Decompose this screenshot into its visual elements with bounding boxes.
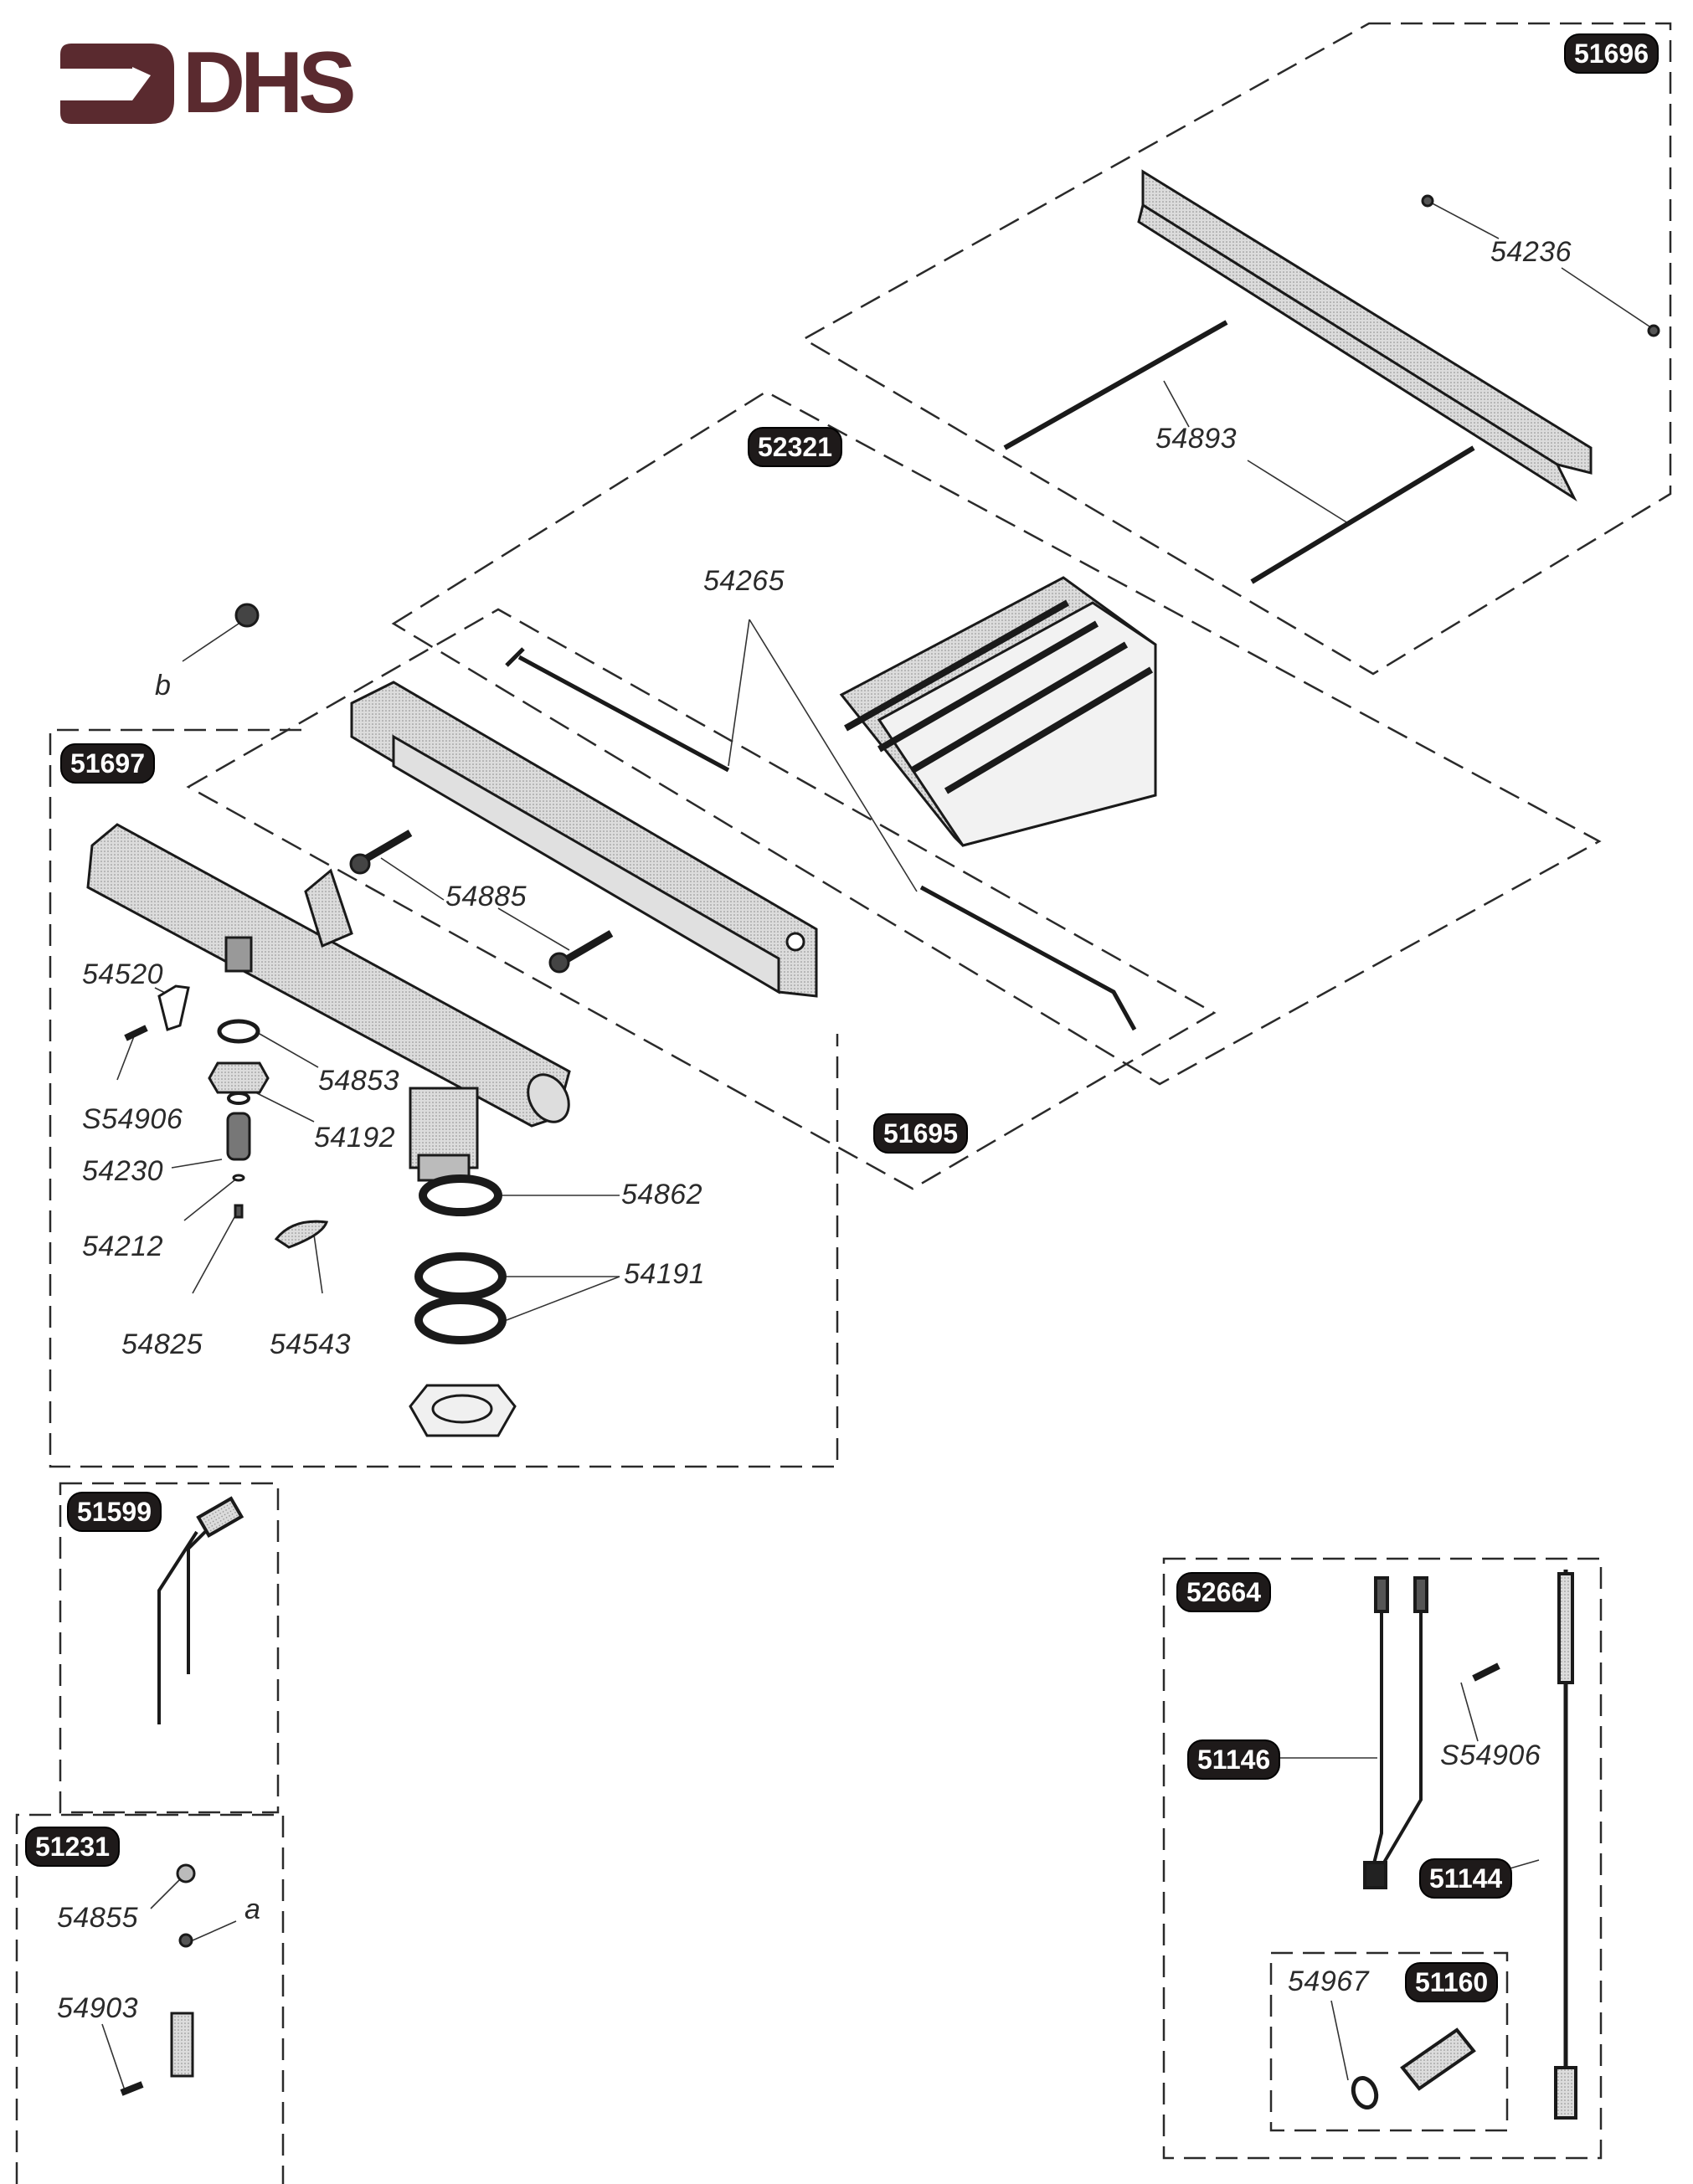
- part-badge-51144: 51144: [1419, 1858, 1513, 1899]
- gas-manifold-part: [86, 603, 571, 1437]
- dhs-logo: DHS: [59, 37, 377, 129]
- part-badge-51160: 51160: [1405, 1962, 1499, 2002]
- burner-plate-part: [349, 681, 818, 998]
- thermocouple-parts: [1351, 1570, 1577, 2120]
- assembly-boundary-51697: [49, 728, 839, 1468]
- part-label-54885: 54885: [445, 881, 527, 912]
- part-label-54192: 54192: [314, 1122, 396, 1154]
- assembly-badge-51696: 51696: [1564, 33, 1659, 74]
- heat-exchanger-part: [505, 576, 1157, 1031]
- part-label-a: a: [244, 1894, 261, 1925]
- part-label-54853: 54853: [318, 1065, 400, 1097]
- part-label-54265: 54265: [703, 565, 785, 597]
- assembly-boundary-51599: [59, 1482, 280, 1814]
- part-label-54825: 54825: [121, 1328, 203, 1360]
- assembly-badge-51697: 51697: [60, 743, 155, 784]
- brand-name: DHS: [183, 34, 357, 131]
- part-label-54862: 54862: [621, 1179, 703, 1210]
- assembly-boundary-52664: [1162, 1557, 1603, 2160]
- part-label-54967: 54967: [1288, 1966, 1370, 1997]
- part-label-54212: 54212: [82, 1231, 164, 1262]
- assembly-boundary-51160: [1269, 1951, 1509, 2132]
- assembly-boundary-51696: [801, 22, 1672, 676]
- electrode-part: [157, 1496, 244, 1724]
- part-label-54893: 54893: [1155, 423, 1238, 455]
- part-label-54191: 54191: [624, 1258, 706, 1290]
- part-label-s54906-thermocouple: S54906: [1440, 1739, 1541, 1771]
- assembly-boundary-52321: [391, 390, 1602, 1086]
- assembly-boundary-51695: [186, 608, 1217, 1190]
- burner-bracket-part: [1003, 169, 1660, 584]
- part-label-54543: 54543: [270, 1328, 352, 1360]
- part-label-b: b: [155, 670, 172, 701]
- part-label-54230: 54230: [82, 1155, 164, 1187]
- part-label-54855: 54855: [57, 1902, 139, 1934]
- leader-lines: [101, 200, 1650, 2094]
- assembly-badge-51695: 51695: [873, 1113, 968, 1154]
- part-label-54236: 54236: [1490, 236, 1572, 268]
- part-label-54903: 54903: [57, 1992, 139, 2024]
- part-badge-51146: 51146: [1187, 1739, 1281, 1780]
- arrow-bracket-icon: [60, 44, 174, 124]
- assembly-badge-51231: 51231: [25, 1827, 120, 1867]
- part-label-54520: 54520: [82, 958, 164, 990]
- part-label-s54906: S54906: [82, 1103, 183, 1135]
- assembly-badge-52321: 52321: [748, 427, 842, 467]
- assembly-badge-52664: 52664: [1176, 1572, 1271, 1612]
- assembly-badge-51599: 51599: [67, 1492, 162, 1532]
- pilot-parts: [120, 1863, 196, 2096]
